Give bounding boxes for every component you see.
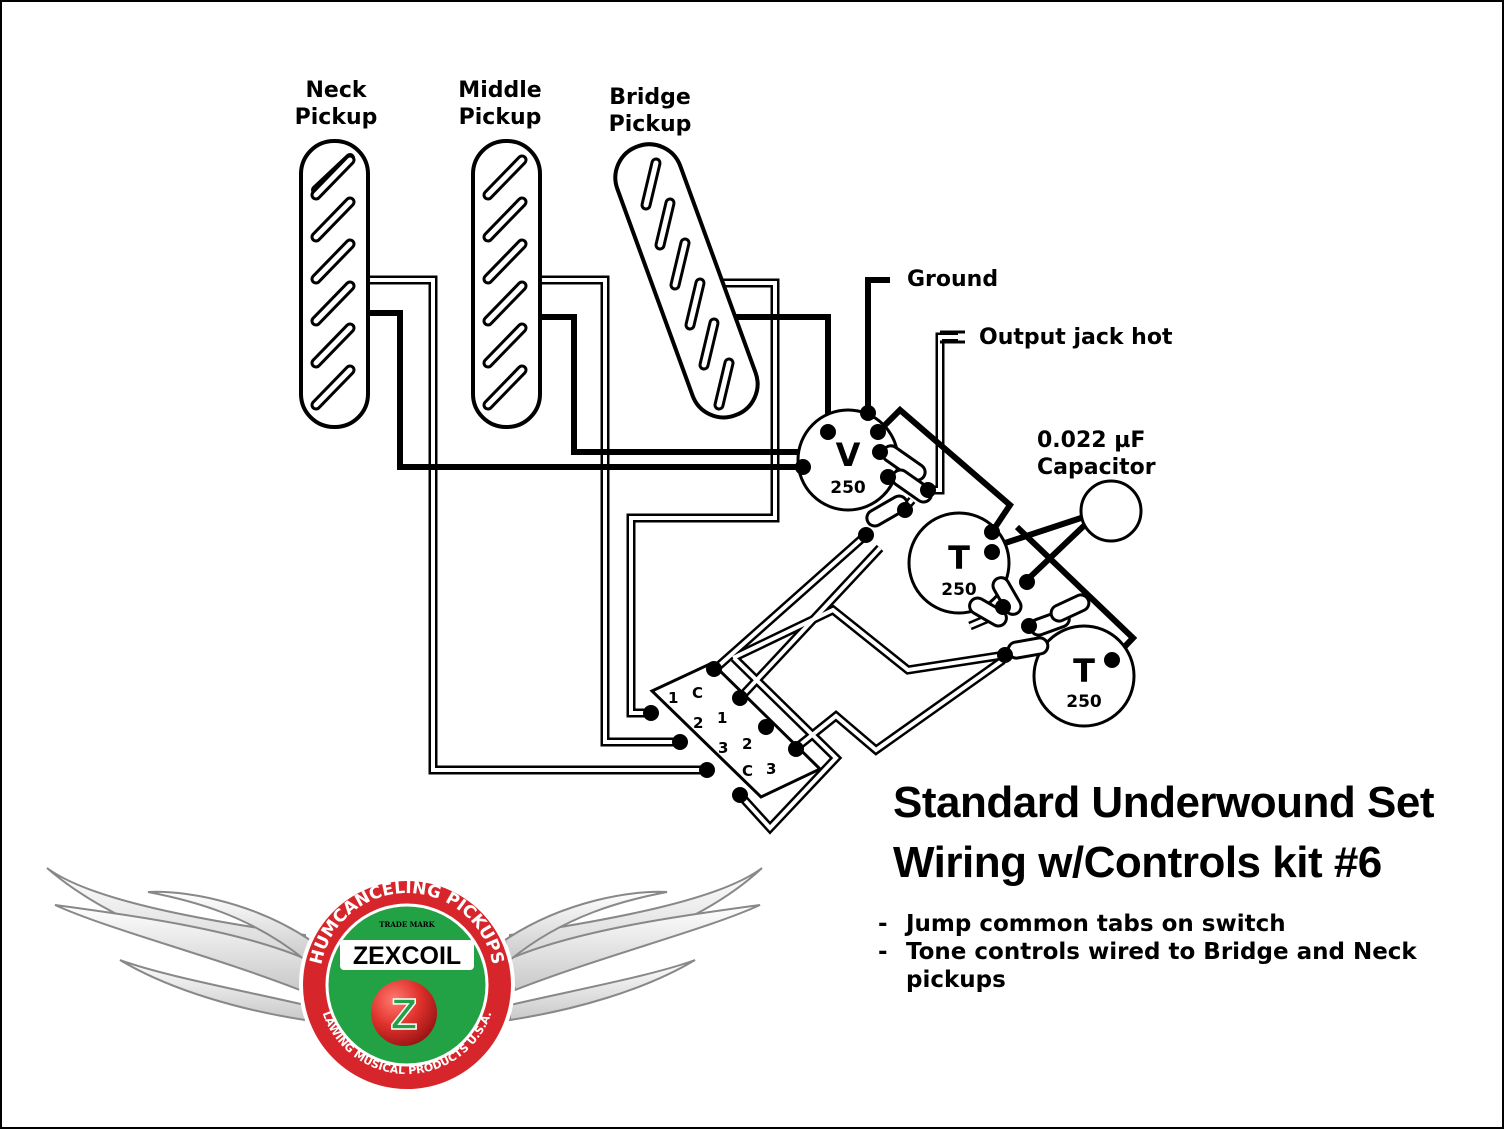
switch-lug-1-left: 1	[668, 689, 678, 707]
title-line-1: Standard Underwound Set	[893, 778, 1434, 827]
switch-lug-2-right: 2	[742, 735, 752, 753]
left-wing	[46, 867, 312, 1022]
wire-cap-to-tone2	[1024, 517, 1093, 583]
output-jack-label: Output jack hot	[979, 325, 1173, 350]
switch-lug-3-left: 3	[718, 739, 728, 757]
tone-pot-2: T 250	[1032, 624, 1136, 728]
note-text: Jump common tabs on switch	[906, 911, 1286, 937]
zexcoil-logo: HUMCANCELING PICKUPS LAWING MUSICAL PROD…	[46, 867, 763, 1093]
wire-neck-hot	[368, 310, 803, 470]
note-item: -Tone controls wired to Bridge and Neck …	[878, 938, 1478, 994]
wire-middle-white	[540, 275, 680, 747]
switch-lug-2-left: 2	[693, 714, 703, 732]
tone-pot-2-value: 250	[1066, 692, 1102, 712]
logo-brand: ZEXCOIL	[353, 942, 461, 970]
tone-pot-1-value: 250	[941, 580, 977, 600]
capacitor	[1079, 479, 1143, 543]
right-wing	[503, 867, 763, 1022]
switch-lug-c-right: C	[742, 762, 753, 780]
wire-switch-jumper-zigzag-2	[793, 656, 1006, 756]
logo-letter: Z	[391, 990, 418, 1039]
switch-lug-1-right: 1	[717, 709, 727, 727]
note-bullet: -	[878, 939, 888, 965]
five-way-switch: 1 C 2 1 3 2 C 3	[649, 661, 823, 799]
note-text: Tone controls wired to Bridge and Neck p…	[906, 939, 1417, 993]
solder-points	[643, 405, 1120, 803]
volume-pot: V 250	[796, 408, 900, 512]
tone-pot-1: T 250	[907, 511, 1011, 615]
wire-bridge-hot	[734, 314, 831, 432]
logo-brand-plate	[340, 940, 474, 970]
notes-list: -Jump common tabs on switch -Tone contro…	[878, 910, 1478, 994]
wire-ground	[865, 277, 890, 413]
tone-pot-1-letter: T	[948, 539, 970, 577]
note-bullet: -	[878, 911, 888, 937]
logo-trademark: TRADE MARK	[379, 920, 435, 929]
wire-volume-to-tone-bus	[875, 405, 1014, 534]
tone-pot-2-letter: T	[1073, 652, 1095, 690]
ground-label: Ground	[907, 267, 998, 292]
switch-lug-3-right: 3	[766, 760, 776, 778]
logo-ball	[371, 980, 437, 1046]
volume-pot-letter: V	[836, 436, 861, 474]
solid-wires	[368, 277, 1138, 663]
note-item: -Jump common tabs on switch	[878, 910, 1478, 938]
wire-middle-hot	[540, 314, 802, 455]
wire-output-jack	[928, 332, 958, 495]
output-jack-stub	[940, 330, 965, 344]
bridge-pickup	[613, 142, 760, 420]
title-line-2: Wiring w/Controls kit #6	[893, 838, 1382, 887]
pole-pieces	[310, 154, 735, 411]
switch-lug-c-left: C	[692, 684, 703, 702]
volume-pot-value: 250	[830, 478, 866, 498]
